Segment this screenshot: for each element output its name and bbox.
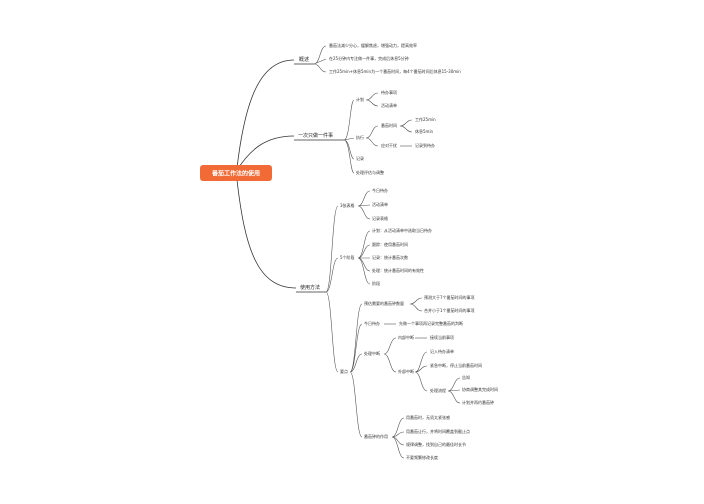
tables-item-3: 记录表格 <box>372 215 388 221</box>
onething-bracket <box>343 99 355 174</box>
overview-item-1: 番茄法减少分心，缓解焦虑，增强动力，提高效率 <box>329 42 417 48</box>
overview-label[interactable]: 概述 <box>299 56 309 63</box>
tables-label: 3张表格 <box>340 202 355 208</box>
onething-label[interactable]: 一次只做一件事 <box>298 132 333 139</box>
estimate-bracket <box>409 297 423 312</box>
stages-label: 5个阶段 <box>340 254 355 260</box>
interruption-bracket <box>383 337 397 373</box>
tables-item-1: 今日待办 <box>372 187 388 193</box>
external-label: 外部中断 <box>398 368 414 374</box>
stages-bracket <box>357 230 371 285</box>
interruption-label: 处理中断 <box>364 350 380 356</box>
stage-item-1: 计划：从活动清单中选取当日待办 <box>372 227 432 233</box>
tables-item-2: 活动清单 <box>372 201 388 207</box>
today-label: 今日待办 <box>364 320 380 326</box>
plan-bracket <box>365 92 379 107</box>
rhythm-label: 番茄钟的作用 <box>364 433 388 439</box>
overview-bracket <box>313 45 327 73</box>
record-label: 记录 <box>356 155 364 161</box>
plan-label: 计划 <box>356 96 364 102</box>
rhythm-bracket <box>391 417 405 459</box>
plan-item-1: 待办事项 <box>381 89 397 95</box>
link-root-overview <box>236 59 295 169</box>
process-label: 处理流程 <box>430 387 446 393</box>
interrupt-item: 记录到待办 <box>415 142 435 148</box>
keypoints-bracket <box>349 303 363 438</box>
today-item: 先做一个事项再记录完整番茄的判断 <box>399 320 463 326</box>
process-item-2: 协商调整其完成时间 <box>462 386 498 392</box>
timer-bracket <box>399 119 413 133</box>
process-item-1: 告知 <box>462 374 470 380</box>
usage-bracket <box>325 205 339 373</box>
rhythm-item-2: 用番茄让行，并将时间覆盖到截止点 <box>406 428 470 434</box>
stage-item-2: 跟踪：使用番茄时间 <box>372 241 408 247</box>
review-label: 处理评估与调整 <box>356 169 384 175</box>
keypoints-label: 要点 <box>340 368 348 374</box>
stage-item-4: 处理：统计番茄时间的有效性 <box>372 267 424 273</box>
link-root-onething <box>236 135 295 171</box>
rhythm-item-3: 规律调整，找到自己的最佳时长节 <box>406 441 466 447</box>
usage-label[interactable]: 使用方法 <box>300 284 320 291</box>
root-label: 番茄工作法的使用 <box>211 170 260 178</box>
exec-bracket <box>365 125 379 147</box>
root-node[interactable] <box>200 165 272 181</box>
estimate-label: 预估需要的番茄钟数量 <box>364 300 404 306</box>
link-root-usage <box>236 179 297 289</box>
exec-label: 执行 <box>356 134 364 140</box>
overview-item-2: 在25分钟内专注做一件事，完成后休息5分钟 <box>329 55 409 61</box>
interrupt-label: 应对干扰 <box>381 142 397 148</box>
plan-item-2: 活动清单 <box>381 102 397 108</box>
timer-item-2: 休息5min <box>415 128 434 134</box>
external-bracket <box>414 351 428 392</box>
rhythm-item-4: 不要频繁修改长度 <box>406 454 438 460</box>
tables-bracket <box>357 190 371 220</box>
timer-label: 番茄时间 <box>381 122 397 128</box>
rhythm-item-1: 用番茄时，无须太紧张感 <box>406 414 450 420</box>
external-item-1: 记入待办清单 <box>430 348 454 354</box>
internal-label: 内部中断 <box>398 334 414 340</box>
stage-item-5: 阶段 <box>372 280 380 286</box>
overview-item-3: 工作25min+休息5min为一个番茄时间，每4个番茄时间后休息15-30min <box>329 68 461 74</box>
stage-item-3: 记录：统计番茄次数 <box>372 254 408 260</box>
estimate-item-2: 合并小于1个番茄时间的事项 <box>424 307 475 313</box>
timer-item-1: 工作25min <box>415 116 436 122</box>
internal-item: 接续当前事项 <box>430 334 454 340</box>
external-item-2: 紧急中断，停止当前番茄时间 <box>430 362 482 368</box>
estimate-item-1: 预测大于7个番茄时间的事项 <box>424 294 475 300</box>
process-item-3: 计划并再约番茄钟 <box>462 399 494 405</box>
process-bracket <box>447 377 461 404</box>
